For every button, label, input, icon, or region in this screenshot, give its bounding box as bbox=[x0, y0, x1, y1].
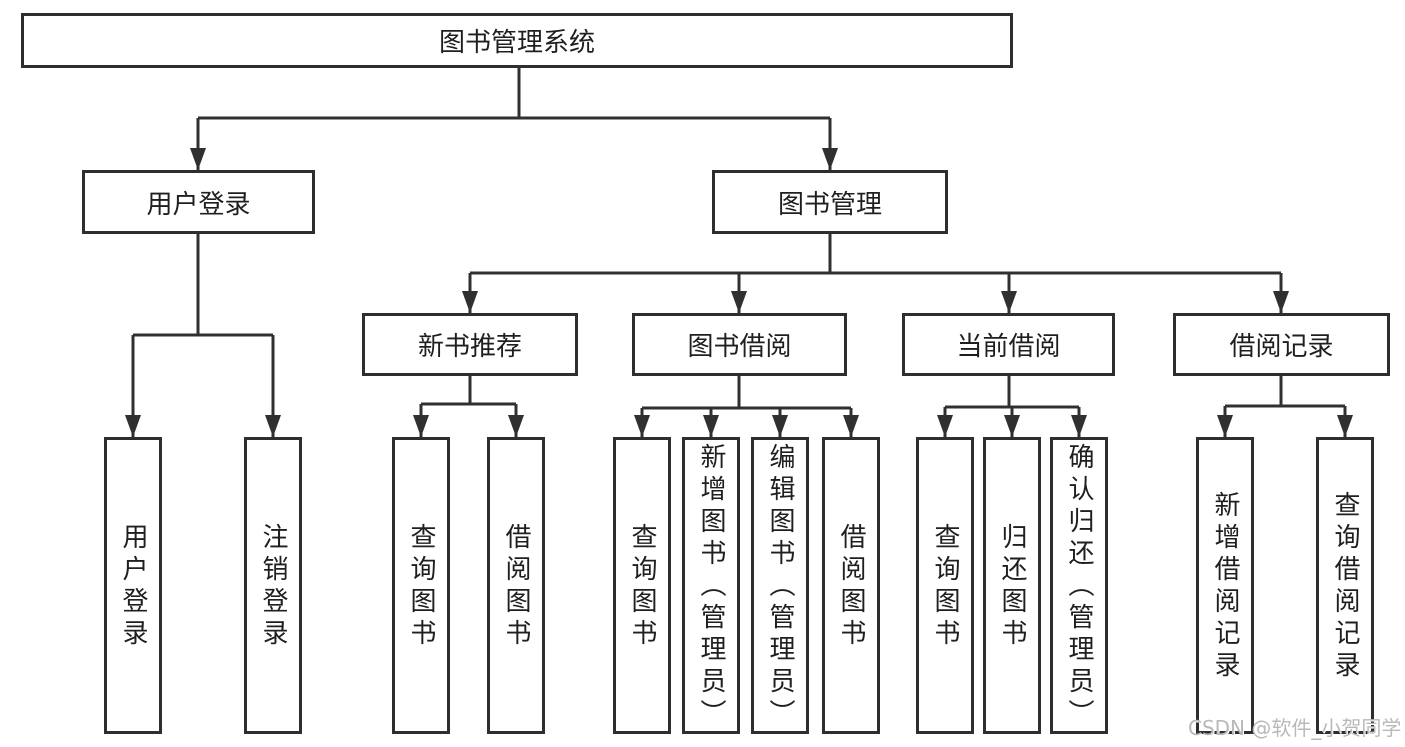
leaf-user-login: 用户登录 bbox=[104, 437, 162, 734]
node-book-borrow: 图书借阅 bbox=[632, 313, 847, 376]
leaf-add-borrow-record: 新增借阅记录 bbox=[1196, 437, 1254, 734]
leaf-add-book-admin: 新增图书（管理员） bbox=[682, 437, 740, 734]
node-user-login: 用户登录 bbox=[82, 170, 315, 234]
node-root: 图书管理系统 bbox=[21, 13, 1013, 68]
node-current-borrow: 当前借阅 bbox=[902, 313, 1115, 376]
leaf-query-book-recommend: 查询图书 bbox=[392, 437, 450, 734]
leaf-query-borrow-record: 查询借阅记录 bbox=[1316, 437, 1374, 734]
leaf-confirm-return-admin: 确认归还（管理员） bbox=[1050, 437, 1108, 734]
leaf-return-book: 归还图书 bbox=[983, 437, 1041, 734]
leaf-borrow-book-recommend: 借阅图书 bbox=[487, 437, 545, 734]
leaf-borrow-book: 借阅图书 bbox=[822, 437, 880, 734]
node-new-book-recommend: 新书推荐 bbox=[362, 313, 578, 376]
leaf-logout: 注销登录 bbox=[244, 437, 302, 734]
node-book-management: 图书管理 bbox=[712, 170, 948, 234]
leaf-query-book-current: 查询图书 bbox=[916, 437, 974, 734]
leaf-edit-book-admin: 编辑图书（管理员） bbox=[751, 437, 809, 734]
leaf-query-book-borrow: 查询图书 bbox=[613, 437, 671, 734]
node-borrow-records: 借阅记录 bbox=[1173, 313, 1390, 376]
